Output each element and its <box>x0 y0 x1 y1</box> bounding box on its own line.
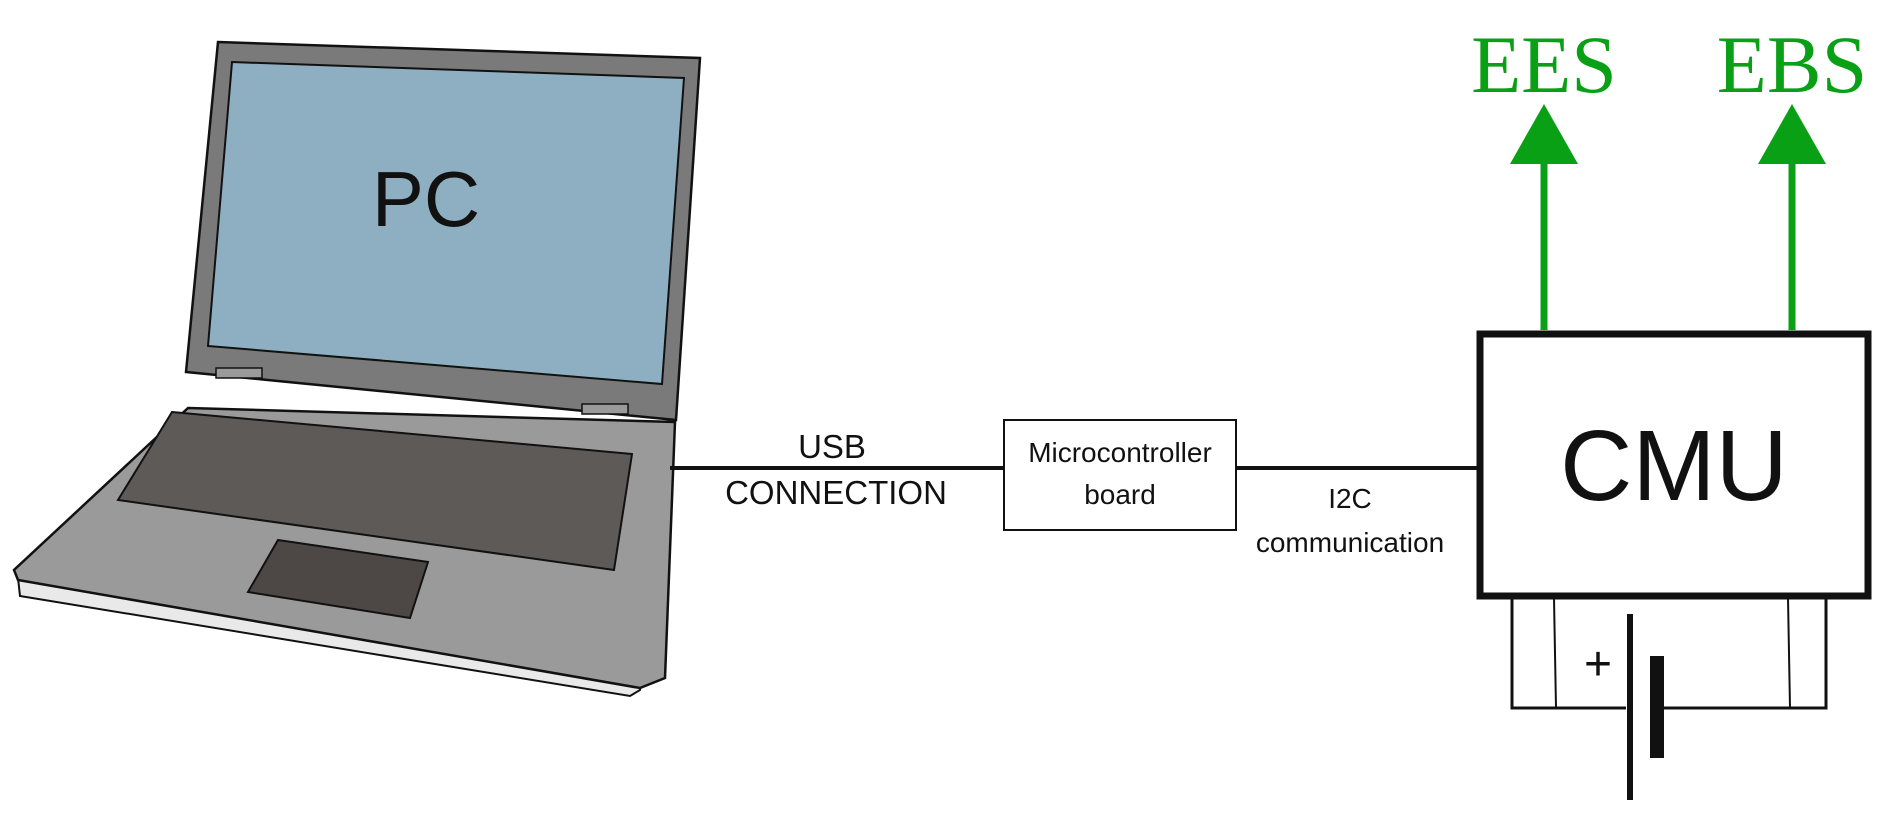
i2c-label-line1: I2C <box>1328 483 1372 514</box>
battery-wire-right <box>1664 598 1828 710</box>
i2c-label-line2: communication <box>1256 527 1444 558</box>
battery-inner-right <box>1787 597 1791 709</box>
cmu-box <box>1476 330 1872 600</box>
laptop-hinge-right <box>581 403 629 415</box>
ebs-label: EBS <box>1717 19 1867 110</box>
laptop-keyboard <box>116 410 634 572</box>
laptop: PC <box>12 40 702 698</box>
microcontroller-label-line2: board <box>1084 479 1156 510</box>
usb-label-line1: USB <box>798 428 866 465</box>
laptop-touchpad <box>246 538 430 620</box>
battery-inner-left <box>1553 597 1557 709</box>
usb-label-line2: CONNECTION <box>725 474 947 511</box>
pc-label: PC <box>372 155 480 243</box>
ees-label: EES <box>1471 19 1617 110</box>
cmu-label: CMU <box>1560 410 1788 522</box>
ebs-arrow-head <box>1758 104 1826 164</box>
ees-output: EES <box>1471 19 1617 330</box>
battery-negative-plate <box>1650 656 1664 758</box>
laptop-screen <box>206 60 686 386</box>
ees-arrow-head <box>1510 104 1578 164</box>
cmu-block: CMU <box>1476 330 1872 600</box>
microcontroller-board-box <box>1003 419 1237 531</box>
microcontroller-label-line1: Microcontroller <box>1028 437 1212 468</box>
laptop-hinge-left <box>215 367 263 379</box>
battery-circuit: + <box>1510 597 1828 800</box>
battery-plus-sign: + <box>1584 638 1612 691</box>
microcontroller-board: Microcontroller board <box>1003 419 1237 531</box>
ebs-output: EBS <box>1717 19 1867 330</box>
battery-wire-left <box>1510 598 1626 710</box>
